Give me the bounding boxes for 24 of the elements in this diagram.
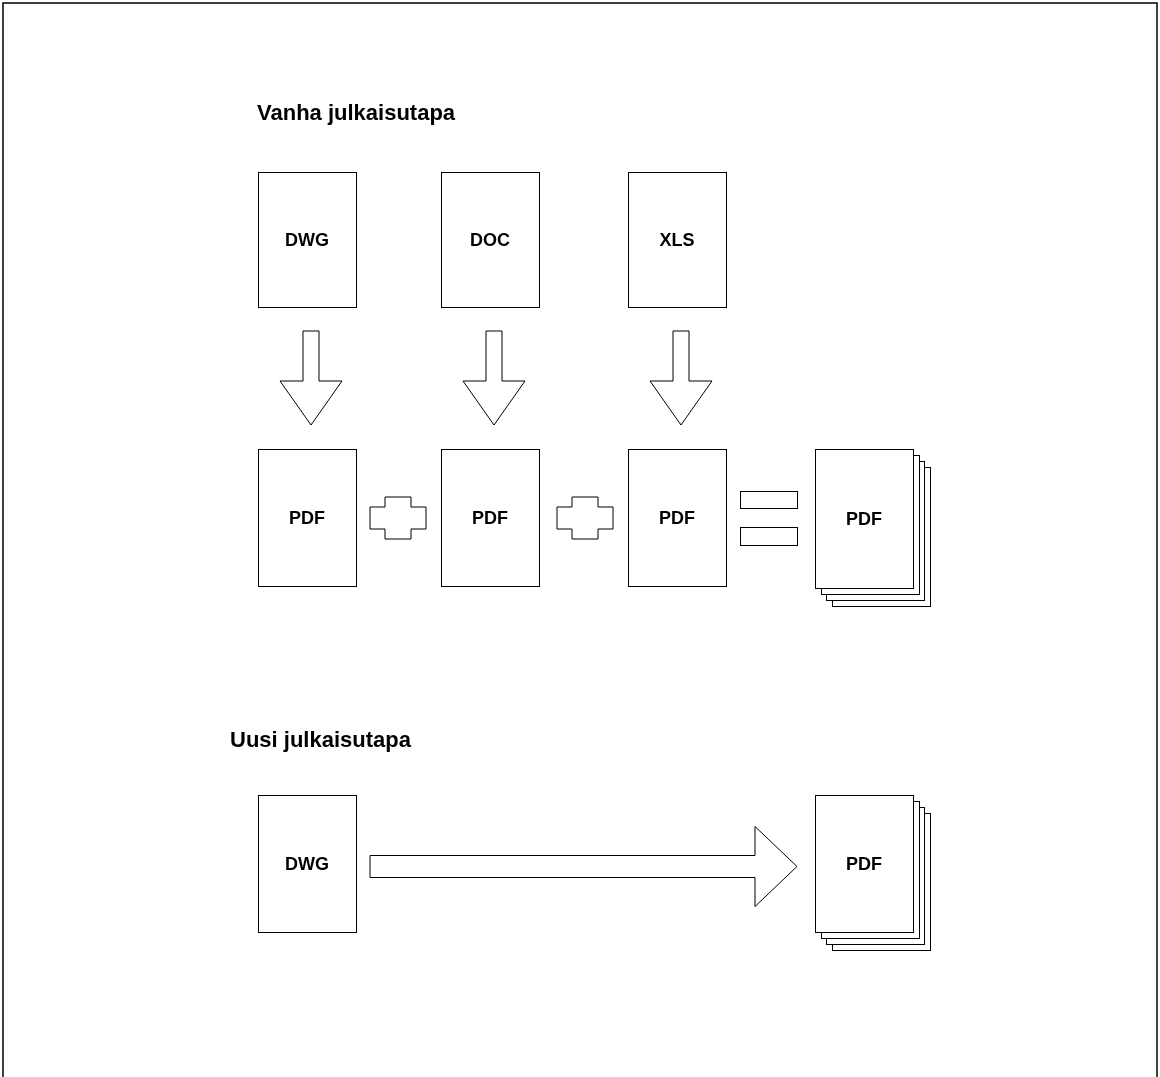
document-page [258,795,357,933]
block-arrow [462,330,526,426]
file-format-label: PDF [846,508,882,529]
block-arrow [649,330,713,426]
document-page [258,449,357,587]
file-format-label: PDF [472,507,508,528]
file-format-label: PDF [659,507,695,528]
file-format-label: DWG [285,229,329,250]
document-page [441,449,540,587]
section-heading: Vanha julkaisutapa [257,100,456,126]
file-format-label: PDF [289,507,325,528]
file-format-label: DWG [285,853,329,874]
file-format-label: XLS [659,229,695,250]
document-stack [815,795,931,951]
document-page [628,449,727,587]
file-format-label: DOC [470,229,510,250]
document-page [441,172,540,308]
file-format-label: PDF [846,853,882,874]
document-stack [815,449,931,607]
section-heading: Uusi julkaisutapa [230,727,411,753]
block-arrow [279,330,343,426]
document-page [628,172,727,308]
document-page [258,172,357,308]
block-arrow [369,826,798,907]
